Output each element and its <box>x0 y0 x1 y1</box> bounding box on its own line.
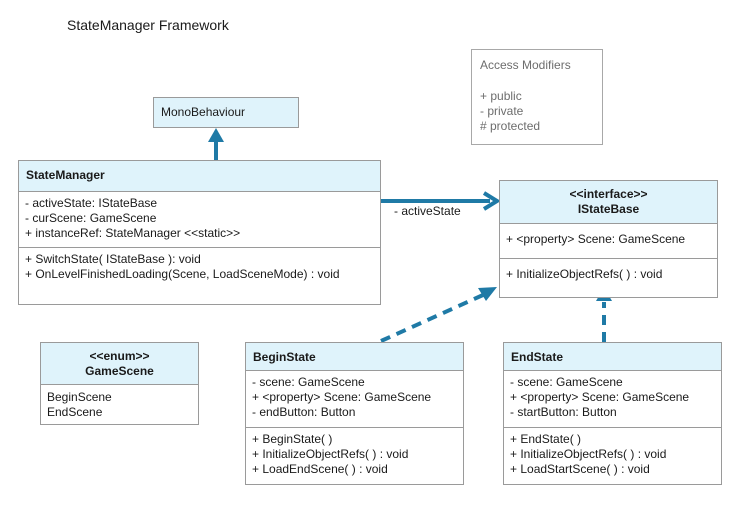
attribute: + instanceRef: StateManager <<static>> <box>25 226 241 240</box>
class-name: StateManager <box>19 161 380 192</box>
attribute: + <property> Scene: GameScene <box>506 232 686 246</box>
method: + OnLevelFinishedLoading(Scene, LoadScen… <box>25 267 340 281</box>
attribute: - curScene: GameScene <box>25 211 157 225</box>
methods-section: + EndState( ) + InitializeObjectRefs( ) … <box>504 427 721 481</box>
attribute: + <property> Scene: GameScene <box>252 390 432 404</box>
enum-gamescene: <<enum>> GameScene BeginScene EndScene <box>40 342 199 425</box>
methods-section: + InitializeObjectRefs( ) : void <box>500 258 717 286</box>
method: + InitializeObjectRefs( ) : void <box>252 447 409 461</box>
method: + InitializeObjectRefs( ) : void <box>510 447 667 461</box>
interface-header: <<interface>> IStateBase <box>500 181 717 224</box>
legend-item: # protected <box>480 119 541 133</box>
class-name: BeginState <box>246 343 463 371</box>
attribute: - startButton: Button <box>510 405 617 419</box>
class-beginstate: BeginState - scene: GameScene + <propert… <box>245 342 464 485</box>
class-statemanager: StateManager - activeState: IStateBase -… <box>18 160 381 305</box>
attribute: - activeState: IStateBase <box>25 196 158 210</box>
access-modifiers-legend: Access Modifiers + public - private # pr… <box>471 49 603 145</box>
enum-value: EndScene <box>47 405 103 419</box>
enum-value: BeginScene <box>47 390 112 404</box>
diagram-title: StateManager Framework <box>67 17 229 33</box>
class-name: MonoBehaviour <box>154 98 298 127</box>
stereotype: <<interface>> <box>569 187 648 201</box>
method: + InitializeObjectRefs( ) : void <box>506 267 663 281</box>
realization-arrowhead-begin <box>478 287 497 301</box>
legend-item: + public <box>480 89 522 103</box>
methods-section: + SwitchState( IStateBase ): void + OnLe… <box>19 247 380 286</box>
class-endstate: EndState - scene: GameScene + <property>… <box>503 342 722 485</box>
enum-header: <<enum>> GameScene <box>41 343 198 385</box>
class-name: IStateBase <box>577 202 640 216</box>
attributes-section: + <property> Scene: GameScene <box>500 224 717 258</box>
class-name: EndState <box>504 343 721 371</box>
class-name: GameScene <box>85 364 154 378</box>
attribute: - scene: GameScene <box>252 375 365 389</box>
method: + SwitchState( IStateBase ): void <box>25 252 201 266</box>
method: + EndState( ) <box>510 432 582 446</box>
attribute: - endButton: Button <box>252 405 356 419</box>
method: + BeginState( ) <box>252 432 333 446</box>
class-monobehaviour: MonoBehaviour <box>153 97 299 128</box>
attribute: - scene: GameScene <box>510 375 623 389</box>
attributes-section: - activeState: IStateBase - curScene: Ga… <box>19 192 380 247</box>
realization-arrow-begin <box>380 293 484 343</box>
association-arrowhead <box>482 191 501 211</box>
method: + LoadStartScene( ) : void <box>510 462 650 476</box>
association-label: - activeState <box>394 204 461 218</box>
legend-title: Access Modifiers <box>480 58 571 72</box>
legend-item: - private <box>480 104 524 118</box>
inheritance-arrowhead <box>208 128 224 142</box>
attributes-section: - scene: GameScene + <property> Scene: G… <box>246 371 463 427</box>
attributes-section: - scene: GameScene + <property> Scene: G… <box>504 371 721 427</box>
values-section: BeginScene EndScene <box>41 385 198 424</box>
attribute: + <property> Scene: GameScene <box>510 390 690 404</box>
interface-istatebase: <<interface>> IStateBase + <property> Sc… <box>499 180 718 298</box>
method: + LoadEndScene( ) : void <box>252 462 388 476</box>
stereotype: <<enum>> <box>89 349 150 363</box>
methods-section: + BeginState( ) + InitializeObjectRefs( … <box>246 427 463 481</box>
